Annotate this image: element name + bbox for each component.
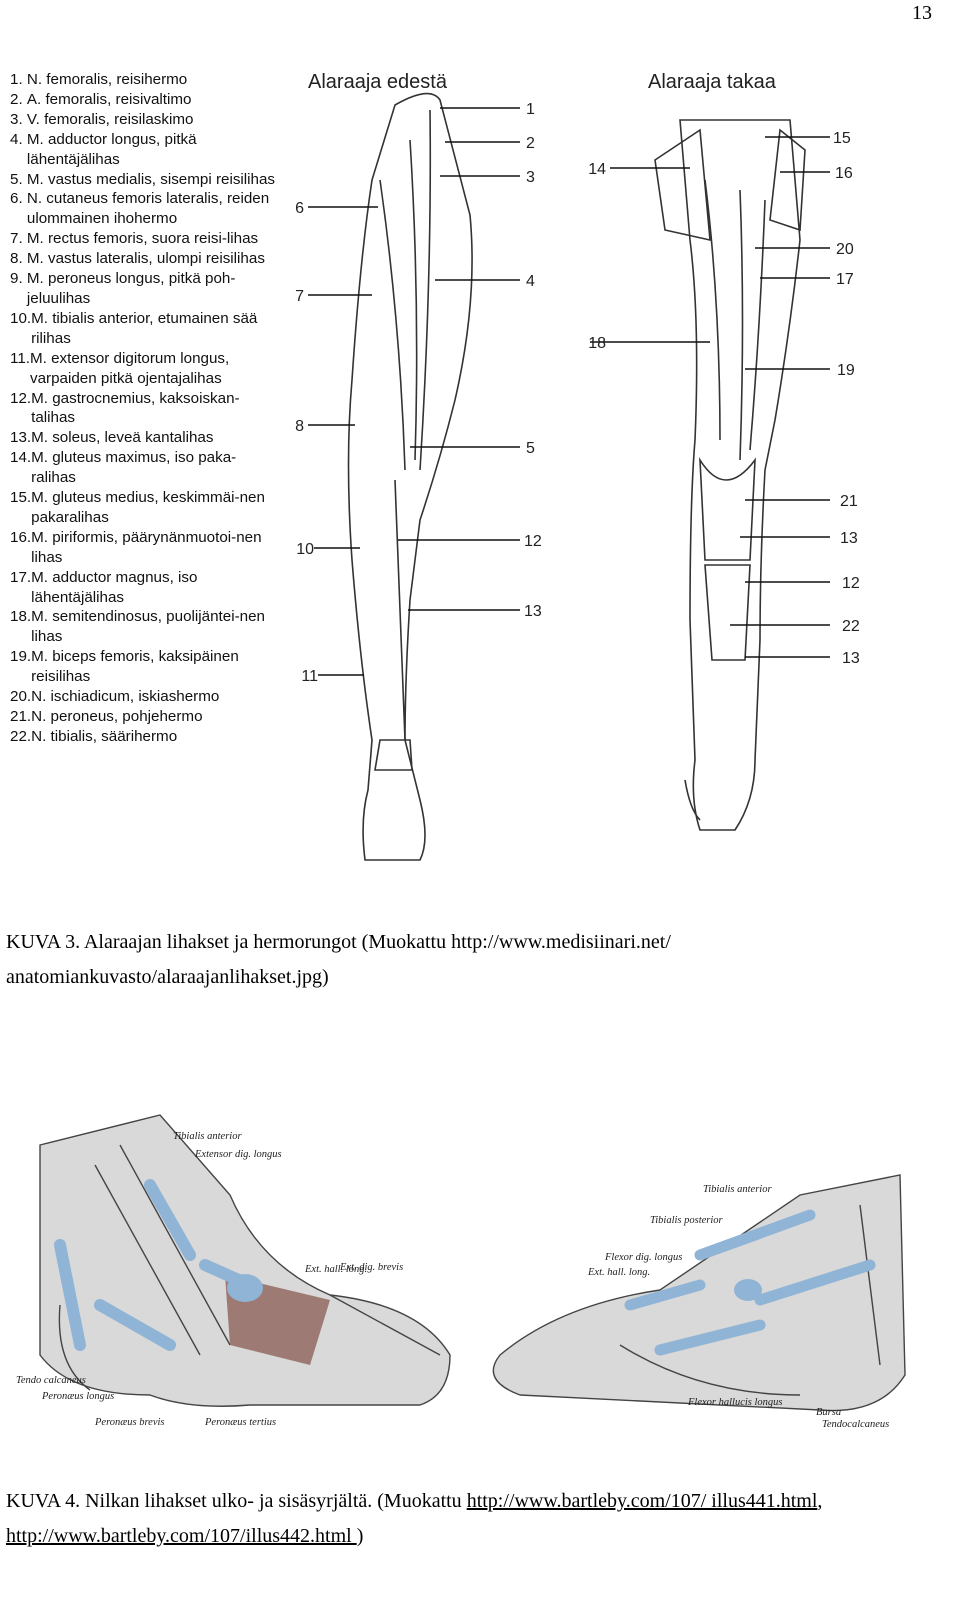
muscle-label: Ext. hall. long. <box>587 1267 650 1278</box>
callout-number: 13 <box>840 530 858 547</box>
callout-number: 14 <box>588 161 606 178</box>
muscle-label: Bursa <box>816 1407 841 1418</box>
muscle-label: Peronæus longus <box>41 1391 114 1402</box>
muscle-label: Ext. dig. brevis <box>339 1262 403 1273</box>
figure-4-caption: KUVA 4. Nilkan lihakset ulko- ja sisäsyr… <box>6 1484 951 1554</box>
muscle-label: Tendocalcaneus <box>822 1419 889 1430</box>
callout-number: 13 <box>524 603 542 620</box>
callout-number: 6 <box>295 200 304 217</box>
figure-3-caption: KUVA 3. Alaraajan lihakset ja hermorungo… <box>6 925 951 995</box>
callout-number: 3 <box>526 169 535 186</box>
muscle-label: Peronæus tertius <box>204 1417 276 1428</box>
callout-number: 4 <box>526 273 535 290</box>
caption-suffix: ) <box>357 1525 364 1547</box>
muscle-label: Tibialis anterior <box>173 1131 242 1142</box>
bartleby-link-442[interactable]: http://www.bartleby.com/107/illus442.htm… <box>6 1525 357 1547</box>
muscle-label: Tibialis posterior <box>650 1215 724 1226</box>
callout-number: 16 <box>835 165 853 182</box>
callout-number: 7 <box>295 288 304 305</box>
muscle-label: Tibialis anterior <box>703 1184 772 1195</box>
callout-number: 15 <box>833 130 851 147</box>
callout-number: 1 <box>526 101 535 118</box>
muscle-label: Flexor hallucis longus <box>687 1397 783 1408</box>
callout-number: 19 <box>837 362 855 379</box>
callout-number: 21 <box>840 493 858 510</box>
callout-number: 18 <box>588 335 606 352</box>
muscle-label: Peronæus brevis <box>94 1417 165 1428</box>
callout-number: 17 <box>836 271 854 288</box>
callout-number: 12 <box>842 575 860 592</box>
muscle-label: Flexor dig. longus <box>604 1252 682 1263</box>
muscle-label: Extensor dig. longus <box>194 1149 282 1160</box>
figure-4-caption-text: KUVA 4. Nilkan lihakset ulko- ja sisäsyr… <box>6 1490 467 1512</box>
muscle-label: Tendo calcaneus <box>16 1375 86 1386</box>
callout-number: 22 <box>842 618 860 635</box>
caption-separator: , <box>817 1490 822 1512</box>
callout-number: 20 <box>836 241 854 258</box>
callout-number: 12 <box>524 533 542 550</box>
callout-number: 11 <box>301 668 318 685</box>
callout-number: 8 <box>295 418 304 435</box>
callout-number: 13 <box>842 650 860 667</box>
bartleby-link-441[interactable]: http://www.bartleby.com/107/ illus441.ht… <box>467 1490 818 1512</box>
callout-number: 2 <box>526 135 535 152</box>
callout-number: 5 <box>526 440 535 457</box>
callout-number: 10 <box>296 541 314 558</box>
